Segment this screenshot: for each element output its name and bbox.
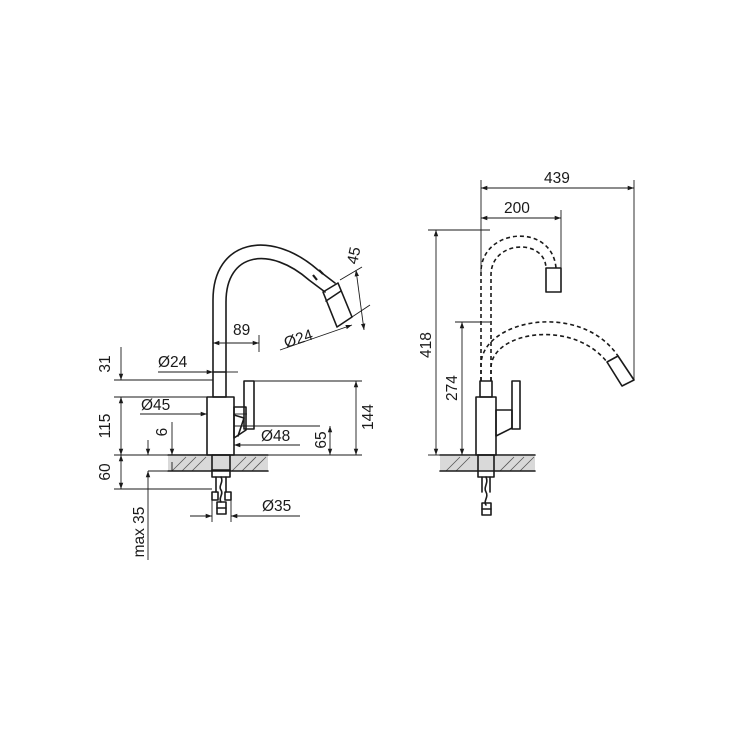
dim-d24-body-label: Ø24	[158, 354, 188, 371]
front-mounting-shank	[477, 454, 495, 516]
dim-115-label: 115	[97, 414, 114, 439]
dim-d48: Ø48	[234, 425, 320, 448]
dim-89-label: 89	[233, 322, 250, 339]
dim-31-label: 31	[97, 355, 114, 372]
dim-65: 65	[268, 426, 338, 456]
dim-d45: Ø45	[140, 397, 247, 417]
dim-max35: max 35	[131, 440, 168, 560]
dim-d24-body: Ø24	[158, 354, 238, 375]
dim-89: 89	[212, 322, 260, 352]
dim-d45-label: Ø45	[141, 397, 170, 414]
dim-418-label: 418	[418, 332, 435, 358]
front-view: 439 200 418 274	[418, 170, 635, 516]
dim-274-label: 274	[444, 375, 461, 401]
dim-45-spray-label: 45	[344, 245, 364, 265]
dim-200: 200	[481, 200, 562, 268]
dim-vertical-left: 31 115 60	[97, 347, 213, 490]
dim-418: 418	[418, 229, 490, 456]
spout	[212, 244, 353, 373]
dim-d35-label: Ø35	[262, 498, 291, 515]
spout-position-extended	[480, 321, 635, 387]
dim-6: 6	[154, 422, 175, 471]
front-faucet-body	[475, 380, 521, 456]
dim-439-label: 439	[544, 170, 570, 187]
dim-274: 274	[444, 321, 490, 455]
front-countertop-hatch	[439, 454, 536, 472]
dim-max35-label: max 35	[131, 507, 148, 558]
dim-439: 439	[480, 170, 635, 380]
spout-position-raised	[480, 235, 562, 381]
dim-200-label: 200	[504, 200, 530, 217]
dim-6-label: 6	[154, 428, 171, 437]
dim-60-label: 60	[97, 463, 114, 481]
dim-d35: Ø35	[190, 498, 300, 522]
mounting-shank	[211, 454, 232, 515]
countertop-hatch	[167, 454, 269, 472]
dim-d48-label: Ø48	[261, 428, 290, 445]
dim-144: 144	[254, 380, 377, 456]
dim-d24-spray-label: Ø24	[282, 326, 315, 351]
dim-65-label: 65	[313, 431, 330, 448]
side-view: 31 115 60 max 35 6 Ø24 Ø45	[97, 244, 377, 560]
dim-144-label: 144	[360, 404, 377, 430]
faucet-body	[206, 371, 255, 456]
